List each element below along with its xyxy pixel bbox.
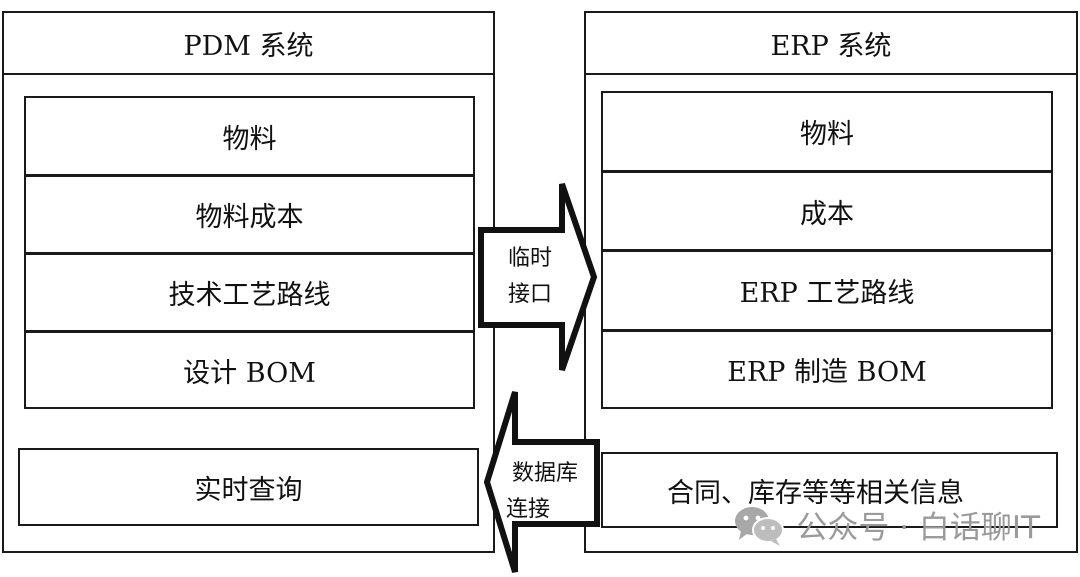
db-connection-label: 数据库 连接 bbox=[500, 456, 590, 528]
watermark-text: 公众号 · 白话聊IT bbox=[796, 510, 1040, 546]
db-connection-line1: 数据库 bbox=[511, 461, 578, 486]
temp-interface-line1: 临时 bbox=[507, 246, 552, 271]
erp-item-cost: 成本 bbox=[601, 170, 1053, 251]
pdm-item-process-route: 技术工艺路线 bbox=[24, 252, 475, 332]
temp-interface-line2: 接口 bbox=[507, 282, 552, 307]
erp-item-process-route: ERP 工艺路线 bbox=[601, 249, 1053, 331]
pdm-item-material-cost: 物料成本 bbox=[24, 174, 475, 254]
pdm-realtime-query: 实时查询 bbox=[18, 448, 479, 526]
pdm-item-design-bom: 设计 BOM bbox=[24, 330, 475, 409]
db-connection-line2: 连接 bbox=[506, 497, 551, 522]
wechat-icon bbox=[735, 506, 785, 546]
erp-system-title: ERP 系统 bbox=[586, 13, 1076, 75]
pdm-item-material: 物料 bbox=[24, 96, 475, 176]
erp-other-info: 合同、库存等等相关信息 bbox=[601, 452, 1058, 528]
temp-interface-label: 临时 接口 bbox=[500, 241, 560, 313]
erp-item-material: 物料 bbox=[601, 91, 1053, 172]
pdm-system-title: PDM 系统 bbox=[4, 13, 493, 75]
erp-item-manufacturing-bom: ERP 制造 BOM bbox=[601, 329, 1053, 409]
watermark: 公众号 · 白话聊IT bbox=[732, 502, 1040, 547]
